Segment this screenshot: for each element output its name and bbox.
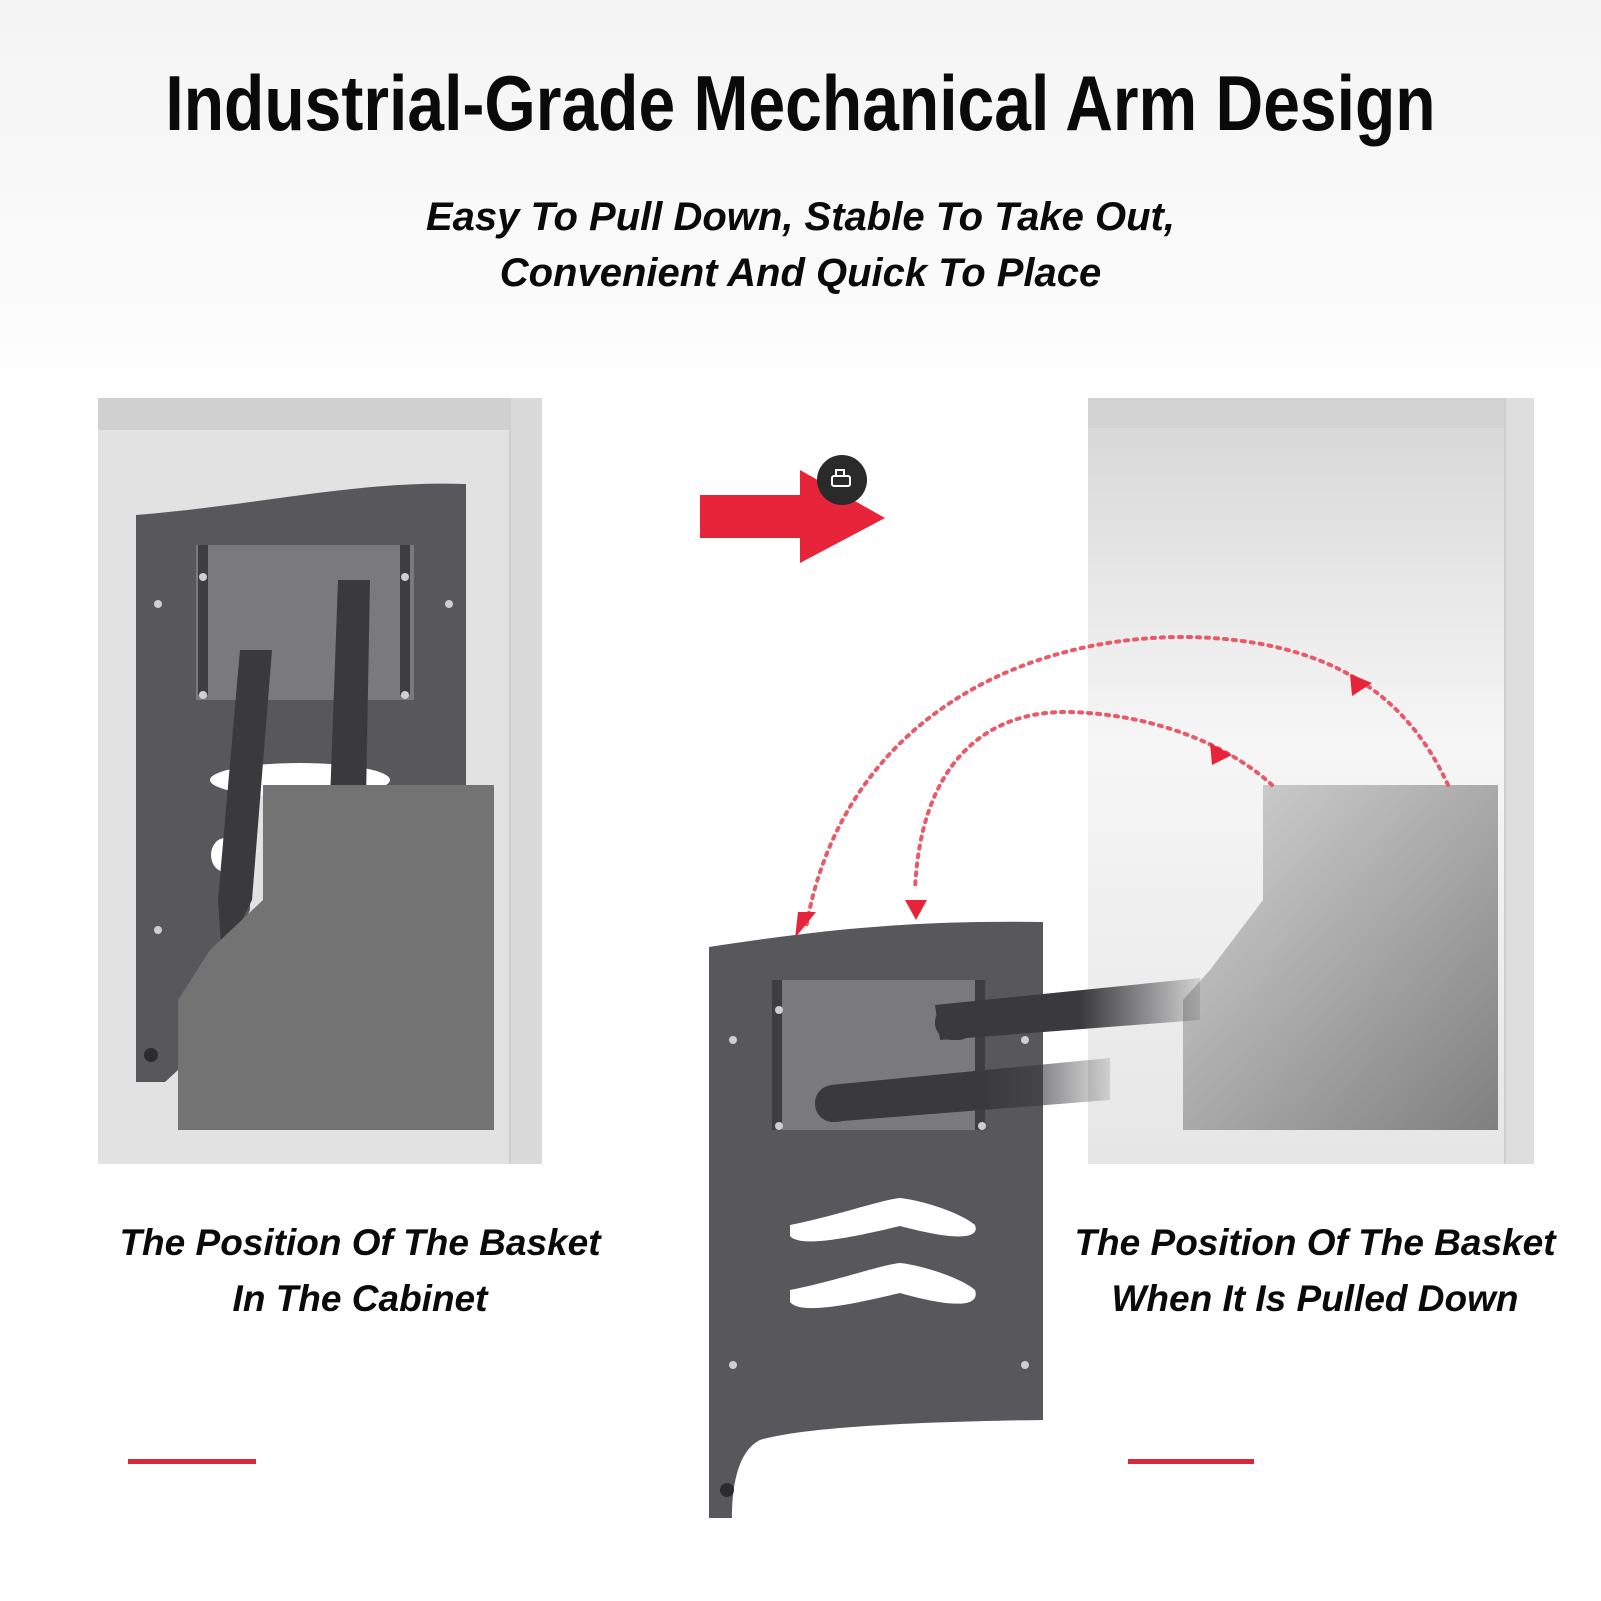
caption-left-line-2: In The Cabinet: [232, 1278, 488, 1319]
left-cabinet: [98, 398, 542, 1164]
slot-lower: [790, 1263, 976, 1309]
red-arrow-icon: [700, 455, 885, 563]
subtitle-line-2: Convenient And Quick To Place: [499, 251, 1102, 295]
caption-left-line-1: The Position Of The Basket: [119, 1222, 601, 1263]
arm-lower: [830, 1058, 1110, 1122]
right-basket-ghost: [1183, 785, 1498, 1130]
caption-left: The Position Of The Basket In The Cabine…: [60, 1215, 660, 1327]
caption-left-underline: [128, 1459, 256, 1464]
caption-right-underline: [1128, 1459, 1254, 1464]
caption-right-line-2: When It Is Pulled Down: [1111, 1278, 1519, 1319]
pulled-down-basket: [709, 921, 1200, 1518]
arm-upper: [935, 978, 1200, 1040]
left-arm-2: [330, 580, 370, 800]
page-title: Industrial-Grade Mechanical Arm Design: [165, 59, 1436, 147]
left-arm-1: [218, 650, 272, 960]
caption-right-line-1: The Position Of The Basket: [1074, 1222, 1556, 1263]
left-basket: [178, 785, 494, 1130]
arc-arrowheads: [795, 674, 1372, 938]
caption-right: The Position Of The Basket When It Is Pu…: [1035, 1215, 1595, 1327]
subtitle-line-1: Easy To Pull Down, Stable To Take Out,: [425, 195, 1175, 239]
slot-upper: [790, 1198, 976, 1242]
right-cabinet: [1088, 398, 1534, 1164]
